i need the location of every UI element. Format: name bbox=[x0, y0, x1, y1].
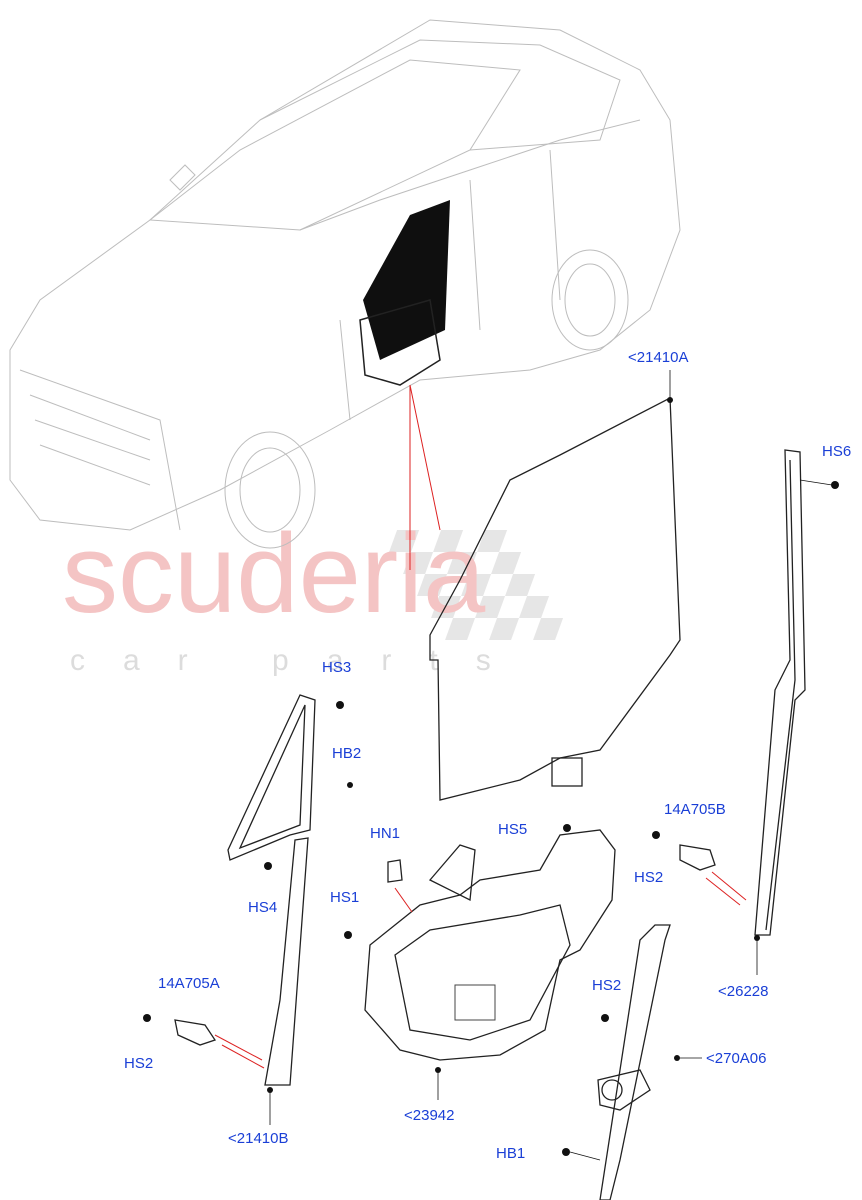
callout-hs5: HS5 bbox=[498, 821, 527, 838]
door-glass-part bbox=[429, 396, 681, 801]
checker-flag-icon bbox=[389, 530, 564, 640]
callout-270A06: <270A06 bbox=[706, 1050, 766, 1067]
callout-14A705B: 14A705B bbox=[664, 801, 726, 818]
leader-line bbox=[711, 871, 747, 901]
leader-line bbox=[705, 877, 741, 906]
callout-14A705A: 14A705A bbox=[158, 975, 220, 992]
glass-run-channel-part bbox=[754, 449, 839, 941]
callout-hs4: HS4 bbox=[248, 899, 277, 916]
callout-21410A: <21410A bbox=[628, 349, 688, 366]
callout-23942: <23942 bbox=[404, 1107, 454, 1124]
vehicle-illustration bbox=[9, 19, 681, 549]
leader-line bbox=[569, 1151, 601, 1161]
callout-hb1: HB1 bbox=[496, 1145, 525, 1162]
callout-hb2: HB2 bbox=[332, 745, 361, 762]
callout-hn1: HN1 bbox=[370, 825, 400, 842]
door-module-panel-part bbox=[344, 824, 616, 1073]
leader-line bbox=[214, 1034, 263, 1061]
watermark: scuderia car parts bbox=[62, 511, 564, 677]
quarter-glass-part bbox=[227, 694, 353, 1093]
callout-hs1: HS1 bbox=[330, 889, 359, 906]
callout-hs2-mid: HS2 bbox=[592, 977, 621, 994]
window-regulator-part bbox=[562, 924, 680, 1200]
callout-hs2-right: HS2 bbox=[634, 869, 663, 886]
motor-bracket-part bbox=[143, 831, 716, 1046]
callout-hs2-left: HS2 bbox=[124, 1055, 153, 1072]
callout-26228: <26228 bbox=[718, 983, 768, 1000]
callout-21410B: <21410B bbox=[228, 1130, 288, 1147]
callout-hs6: HS6 bbox=[822, 443, 851, 460]
watermark-tagline: car parts bbox=[70, 644, 529, 677]
leader-line bbox=[394, 887, 413, 913]
leader-line bbox=[409, 384, 441, 531]
callout-hs3: HS3 bbox=[322, 659, 351, 676]
leader-line bbox=[799, 479, 833, 486]
leader-line bbox=[221, 1044, 265, 1069]
